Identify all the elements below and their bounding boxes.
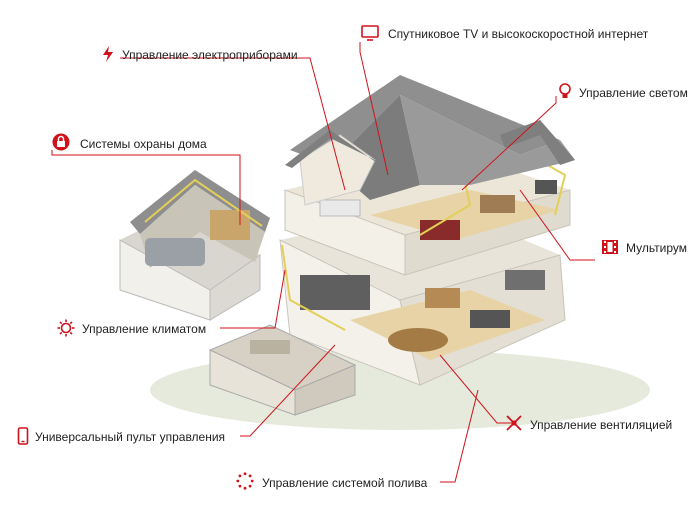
padlock-icon xyxy=(52,133,70,151)
dotted-circle-icon xyxy=(236,472,254,490)
label-tv: Спутниковое TV и высокоскоростной интерн… xyxy=(388,27,649,41)
light-bulb-icon xyxy=(556,82,574,100)
tv-monitor-icon xyxy=(361,24,379,42)
sofa xyxy=(470,310,510,328)
desk xyxy=(505,270,545,290)
label-multiroom: Мультирум xyxy=(626,241,688,255)
label-ventilation: Управление вентиляцией xyxy=(530,418,673,432)
sun-gear-icon xyxy=(57,319,75,337)
label-security: Системы охраны дома xyxy=(80,137,207,151)
bathtub xyxy=(319,199,361,217)
garage xyxy=(119,170,270,321)
label-climate: Управление климатом xyxy=(82,322,207,336)
label-irrigation: Управление системой полива xyxy=(262,476,428,490)
smartphone-icon xyxy=(14,427,32,445)
kitchen-counter xyxy=(300,275,370,310)
label-light: Управление светом xyxy=(579,86,688,100)
lightning-icon xyxy=(99,45,117,63)
label-electro: Управление электроприборами xyxy=(122,48,298,62)
label-remote: Универсальный пульт управления xyxy=(35,430,226,444)
film-strip-icon xyxy=(601,238,619,256)
shelf xyxy=(425,288,460,308)
fan-arrows-icon xyxy=(505,414,523,432)
upper-bed xyxy=(480,195,515,213)
dining-table xyxy=(388,328,448,352)
bed xyxy=(420,220,460,240)
armchair xyxy=(535,180,557,194)
car xyxy=(145,238,205,266)
